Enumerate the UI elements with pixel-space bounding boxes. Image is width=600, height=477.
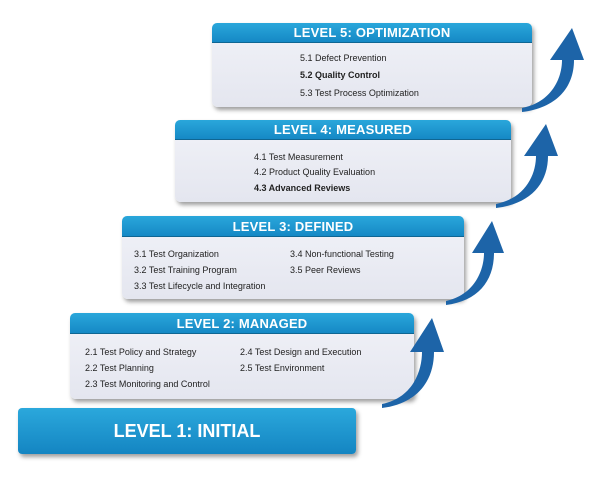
level-item: 3.4 Non-functional Testing [290, 249, 394, 259]
level-4-title: LEVEL 4: MEASURED [175, 120, 511, 140]
level-item: 4.2 Product Quality Evaluation [254, 167, 376, 177]
level-5-title: LEVEL 5: OPTIMIZATION [212, 23, 532, 43]
curved-arrow-icon [382, 318, 444, 408]
level-item: 5.1 Defect Prevention [300, 53, 387, 63]
level-item: 2.4 Test Design and Execution [240, 347, 362, 357]
level-4-card: LEVEL 4: MEASURED 4.1 Test Measurement 4… [175, 120, 511, 202]
level-item: 4.1 Test Measurement [254, 152, 343, 162]
level-item: 3.2 Test Training Program [134, 265, 237, 275]
level-item: 3.3 Test Lifecycle and Integration [134, 281, 266, 291]
level-item: 2.1 Test Policy and Strategy [85, 347, 197, 357]
curved-arrow-icon [522, 28, 584, 112]
level-1-title: LEVEL 1: INITIAL [113, 420, 261, 441]
level-item: 3.5 Peer Reviews [290, 265, 361, 275]
curved-arrow-icon [496, 124, 558, 208]
level-item: 2.5 Test Environment [240, 363, 325, 373]
level-2-title: LEVEL 2: MANAGED [70, 313, 414, 334]
level-item: 4.3 Advanced Reviews [254, 183, 351, 193]
curved-arrow-icon [446, 221, 504, 305]
level-item: 5.3 Test Process Optimization [300, 88, 419, 98]
level-2-card: LEVEL 2: MANAGED 2.1 Test Policy and Str… [70, 313, 414, 399]
level-item: 2.3 Test Monitoring and Control [85, 379, 210, 389]
level-item: 2.2 Test Planning [85, 363, 154, 373]
level-3-title: LEVEL 3: DEFINED [122, 216, 464, 237]
level-item: 5.2 Quality Control [300, 70, 381, 80]
level-1-box: LEVEL 1: INITIAL [18, 408, 356, 454]
level-item: 3.1 Test Organization [134, 249, 219, 259]
level-3-card: LEVEL 3: DEFINED 3.1 Test Organization 3… [122, 216, 464, 299]
level-5-card: LEVEL 5: OPTIMIZATION 5.1 Defect Prevent… [212, 23, 532, 107]
